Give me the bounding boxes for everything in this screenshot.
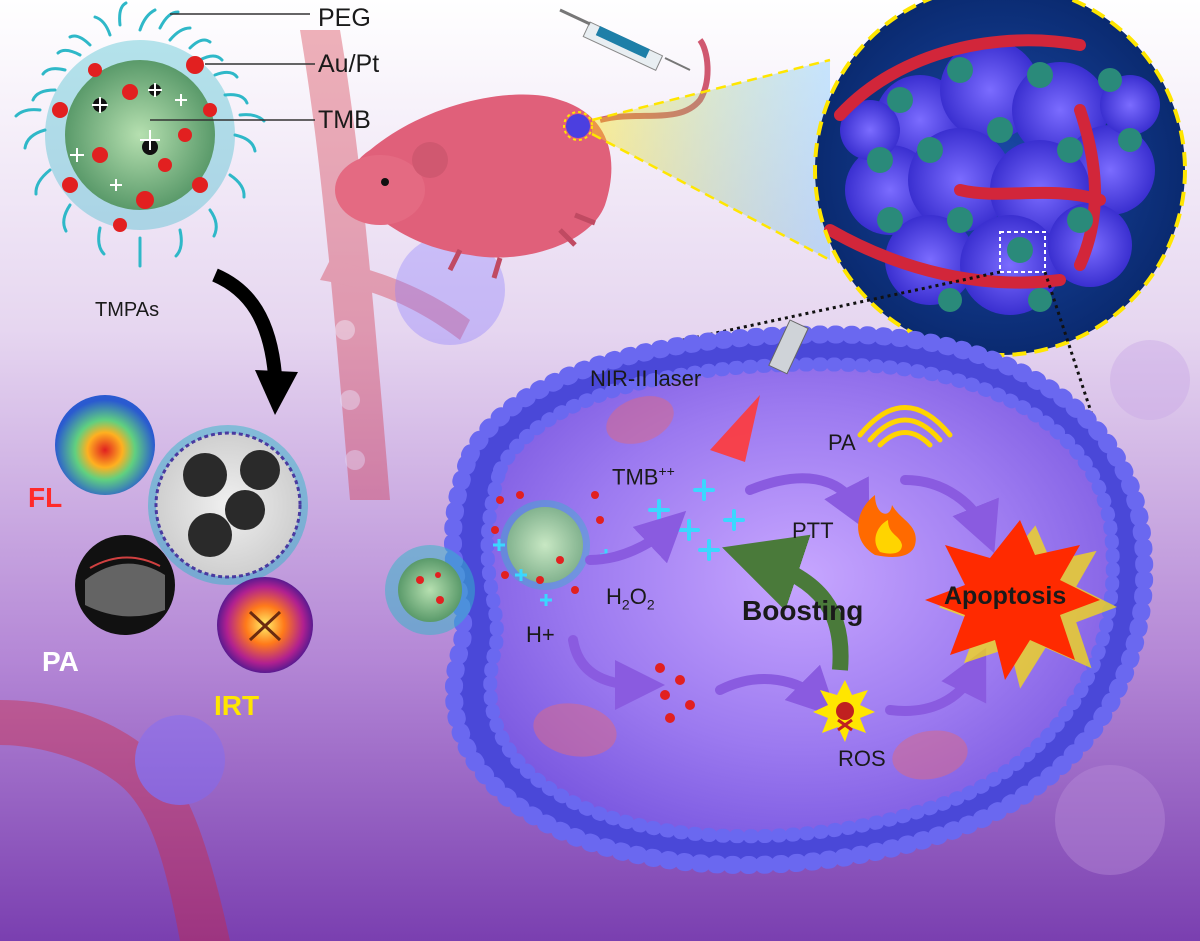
zoom-beam [592,60,830,260]
label-h2o2: H2O2 [606,584,655,613]
label-tmb-radical: TMB++ [612,464,675,488]
apoptosis-burst [925,520,1117,689]
label-tmb-radical-sup: ++ [658,463,675,479]
mouse-tumor [566,114,590,138]
label-au-pt: Au/Pt [318,50,380,78]
cell-zoom-line-right [1043,271,1122,501]
tumor-zoom-view [813,0,1187,357]
cell [443,325,1154,874]
label-apoptosis: Apoptosis [944,582,1067,610]
label-nir-laser: NIR-II laser [590,366,702,391]
mitochondria [533,396,968,780]
inside-nanoparticle [491,491,612,606]
cell-zoom-line-left [659,270,1001,347]
label-boosting: Boosting [742,595,864,626]
tmb-radical-cluster [648,479,745,561]
label-ros: ROS [838,746,886,771]
label-fl: FL [28,482,63,513]
background-vessel-top [300,30,470,500]
label-tmpas: TMPAs [95,299,160,321]
background-cell-faint-2 [1055,765,1165,875]
label-leaders [150,13,315,121]
tmpas-nanoparticle [14,1,266,268]
boosting-arrow [722,534,849,671]
label-irt: IRT [214,690,260,721]
label-tmb-radical-base: TMB [612,464,659,490]
irt-image [217,577,313,673]
label-ptt: PTT [792,518,834,543]
fl-image [55,395,155,495]
pathway-arrows [568,473,999,718]
label-h-plus: H+ [526,622,555,647]
zoom-line-bottom [591,132,831,262]
label-pa-imaging: PA [42,646,79,677]
zoom-line-top [591,58,831,122]
ros-burst [813,680,875,742]
pa-waves [857,405,953,448]
background-tumor-faint [395,235,505,345]
background-cell-faint [1110,340,1190,420]
nir-laser [710,319,809,462]
tem-image [148,425,308,585]
outside-nanoparticle [385,545,475,635]
synthesis-arrow [212,268,298,415]
pa-image [75,535,175,635]
ptt-flame [858,495,916,557]
syringe [559,8,691,71]
label-peg: PEG [318,4,371,32]
label-tmb: TMB [318,106,371,134]
label-pa-signal: PA [828,430,856,455]
background-vessel-bottom [0,700,230,941]
